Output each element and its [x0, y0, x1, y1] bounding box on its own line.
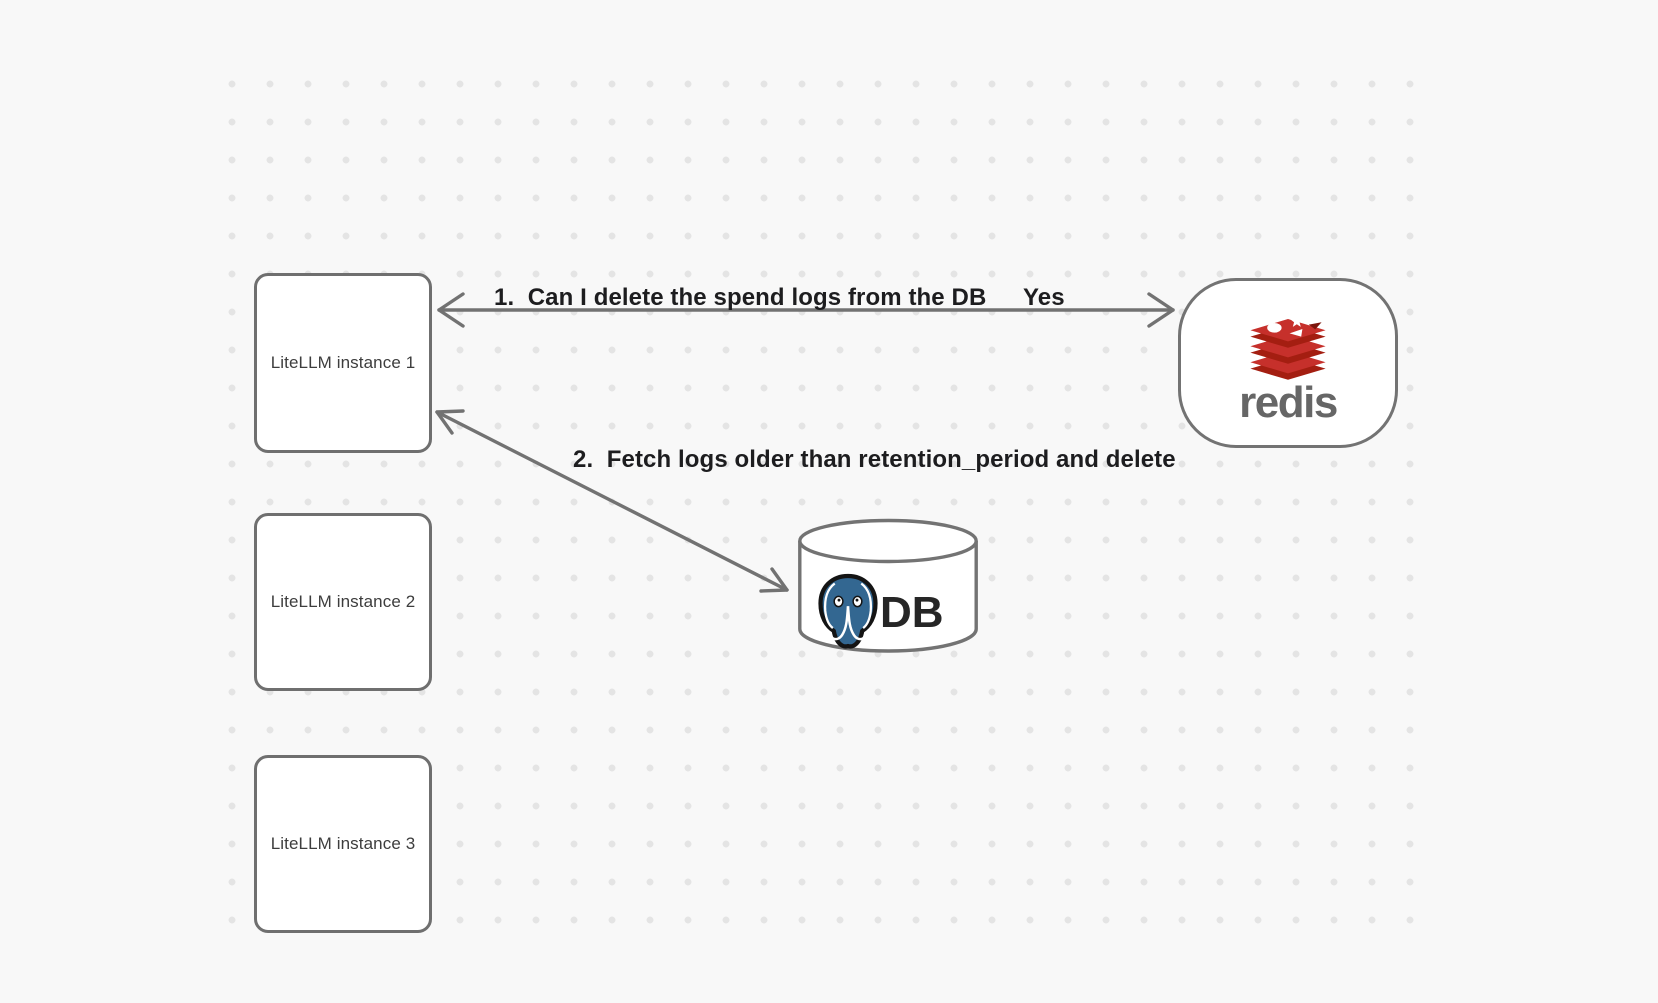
- redis-logo-icon: [1250, 314, 1326, 380]
- arrow-1-response-label: Yes: [1023, 284, 1065, 311]
- litellm-instance-1-node: LiteLLM instance 1: [254, 273, 432, 453]
- litellm-instance-3-node: LiteLLM instance 3: [254, 755, 432, 933]
- database-content: DB: [812, 571, 964, 651]
- litellm-instance-1-label: LiteLLM instance 1: [270, 353, 416, 372]
- litellm-instance-2-label: LiteLLM instance 2: [270, 592, 416, 611]
- postgresql-elephant-icon: [818, 573, 878, 649]
- database-node: DB: [798, 517, 978, 657]
- database-label: DB: [880, 588, 944, 637]
- litellm-instance-2-node: LiteLLM instance 2: [254, 513, 432, 691]
- arrow-2-label: 2. Fetch logs older than retention_perio…: [573, 446, 1176, 473]
- redis-wordmark-label: redis: [1239, 378, 1338, 427]
- redis-node: redis: [1178, 278, 1398, 448]
- litellm-instance-3-label: LiteLLM instance 3: [270, 834, 416, 853]
- arrow-1-label: 1. Can I delete the spend logs from the …: [494, 284, 987, 311]
